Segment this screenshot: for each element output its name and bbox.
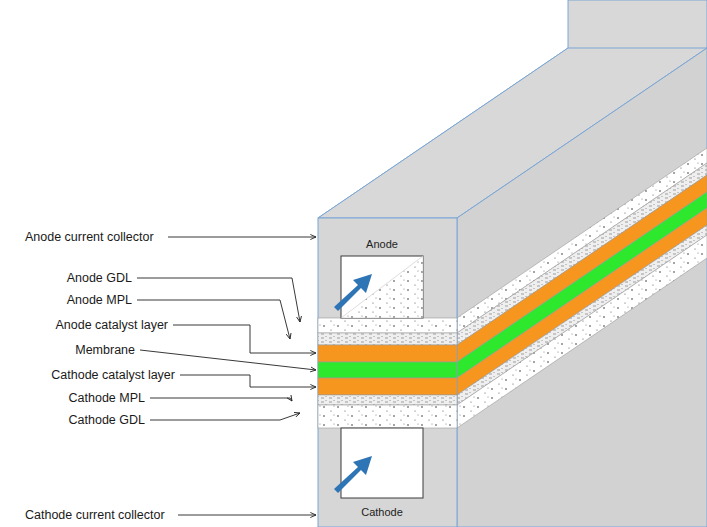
callout-label: Anode MPL — [67, 293, 132, 307]
callout-label: Cathode GDL — [69, 413, 145, 427]
layer-bands — [457, 148, 707, 428]
callout-label: Membrane — [75, 343, 135, 357]
layer-fronts — [318, 318, 457, 428]
callout-label: Anode catalyst layer — [55, 318, 168, 332]
channel-label: Anode — [366, 237, 398, 251]
channel-gdl — [341, 256, 423, 318]
cathode-channel — [341, 428, 423, 498]
flow-arrow — [334, 274, 372, 493]
front-face — [318, 218, 457, 527]
callout-label: Anode GDL — [67, 271, 132, 285]
anode-channel — [341, 256, 423, 318]
callout-label: Cathode MPL — [69, 391, 145, 405]
callout-label: Cathode current collector — [25, 508, 165, 522]
side-face — [457, 48, 707, 527]
callout-label: Anode current collector — [25, 230, 154, 244]
callout-label: Cathode catalyst layer — [51, 368, 175, 382]
channel-label: Cathode — [361, 505, 403, 519]
